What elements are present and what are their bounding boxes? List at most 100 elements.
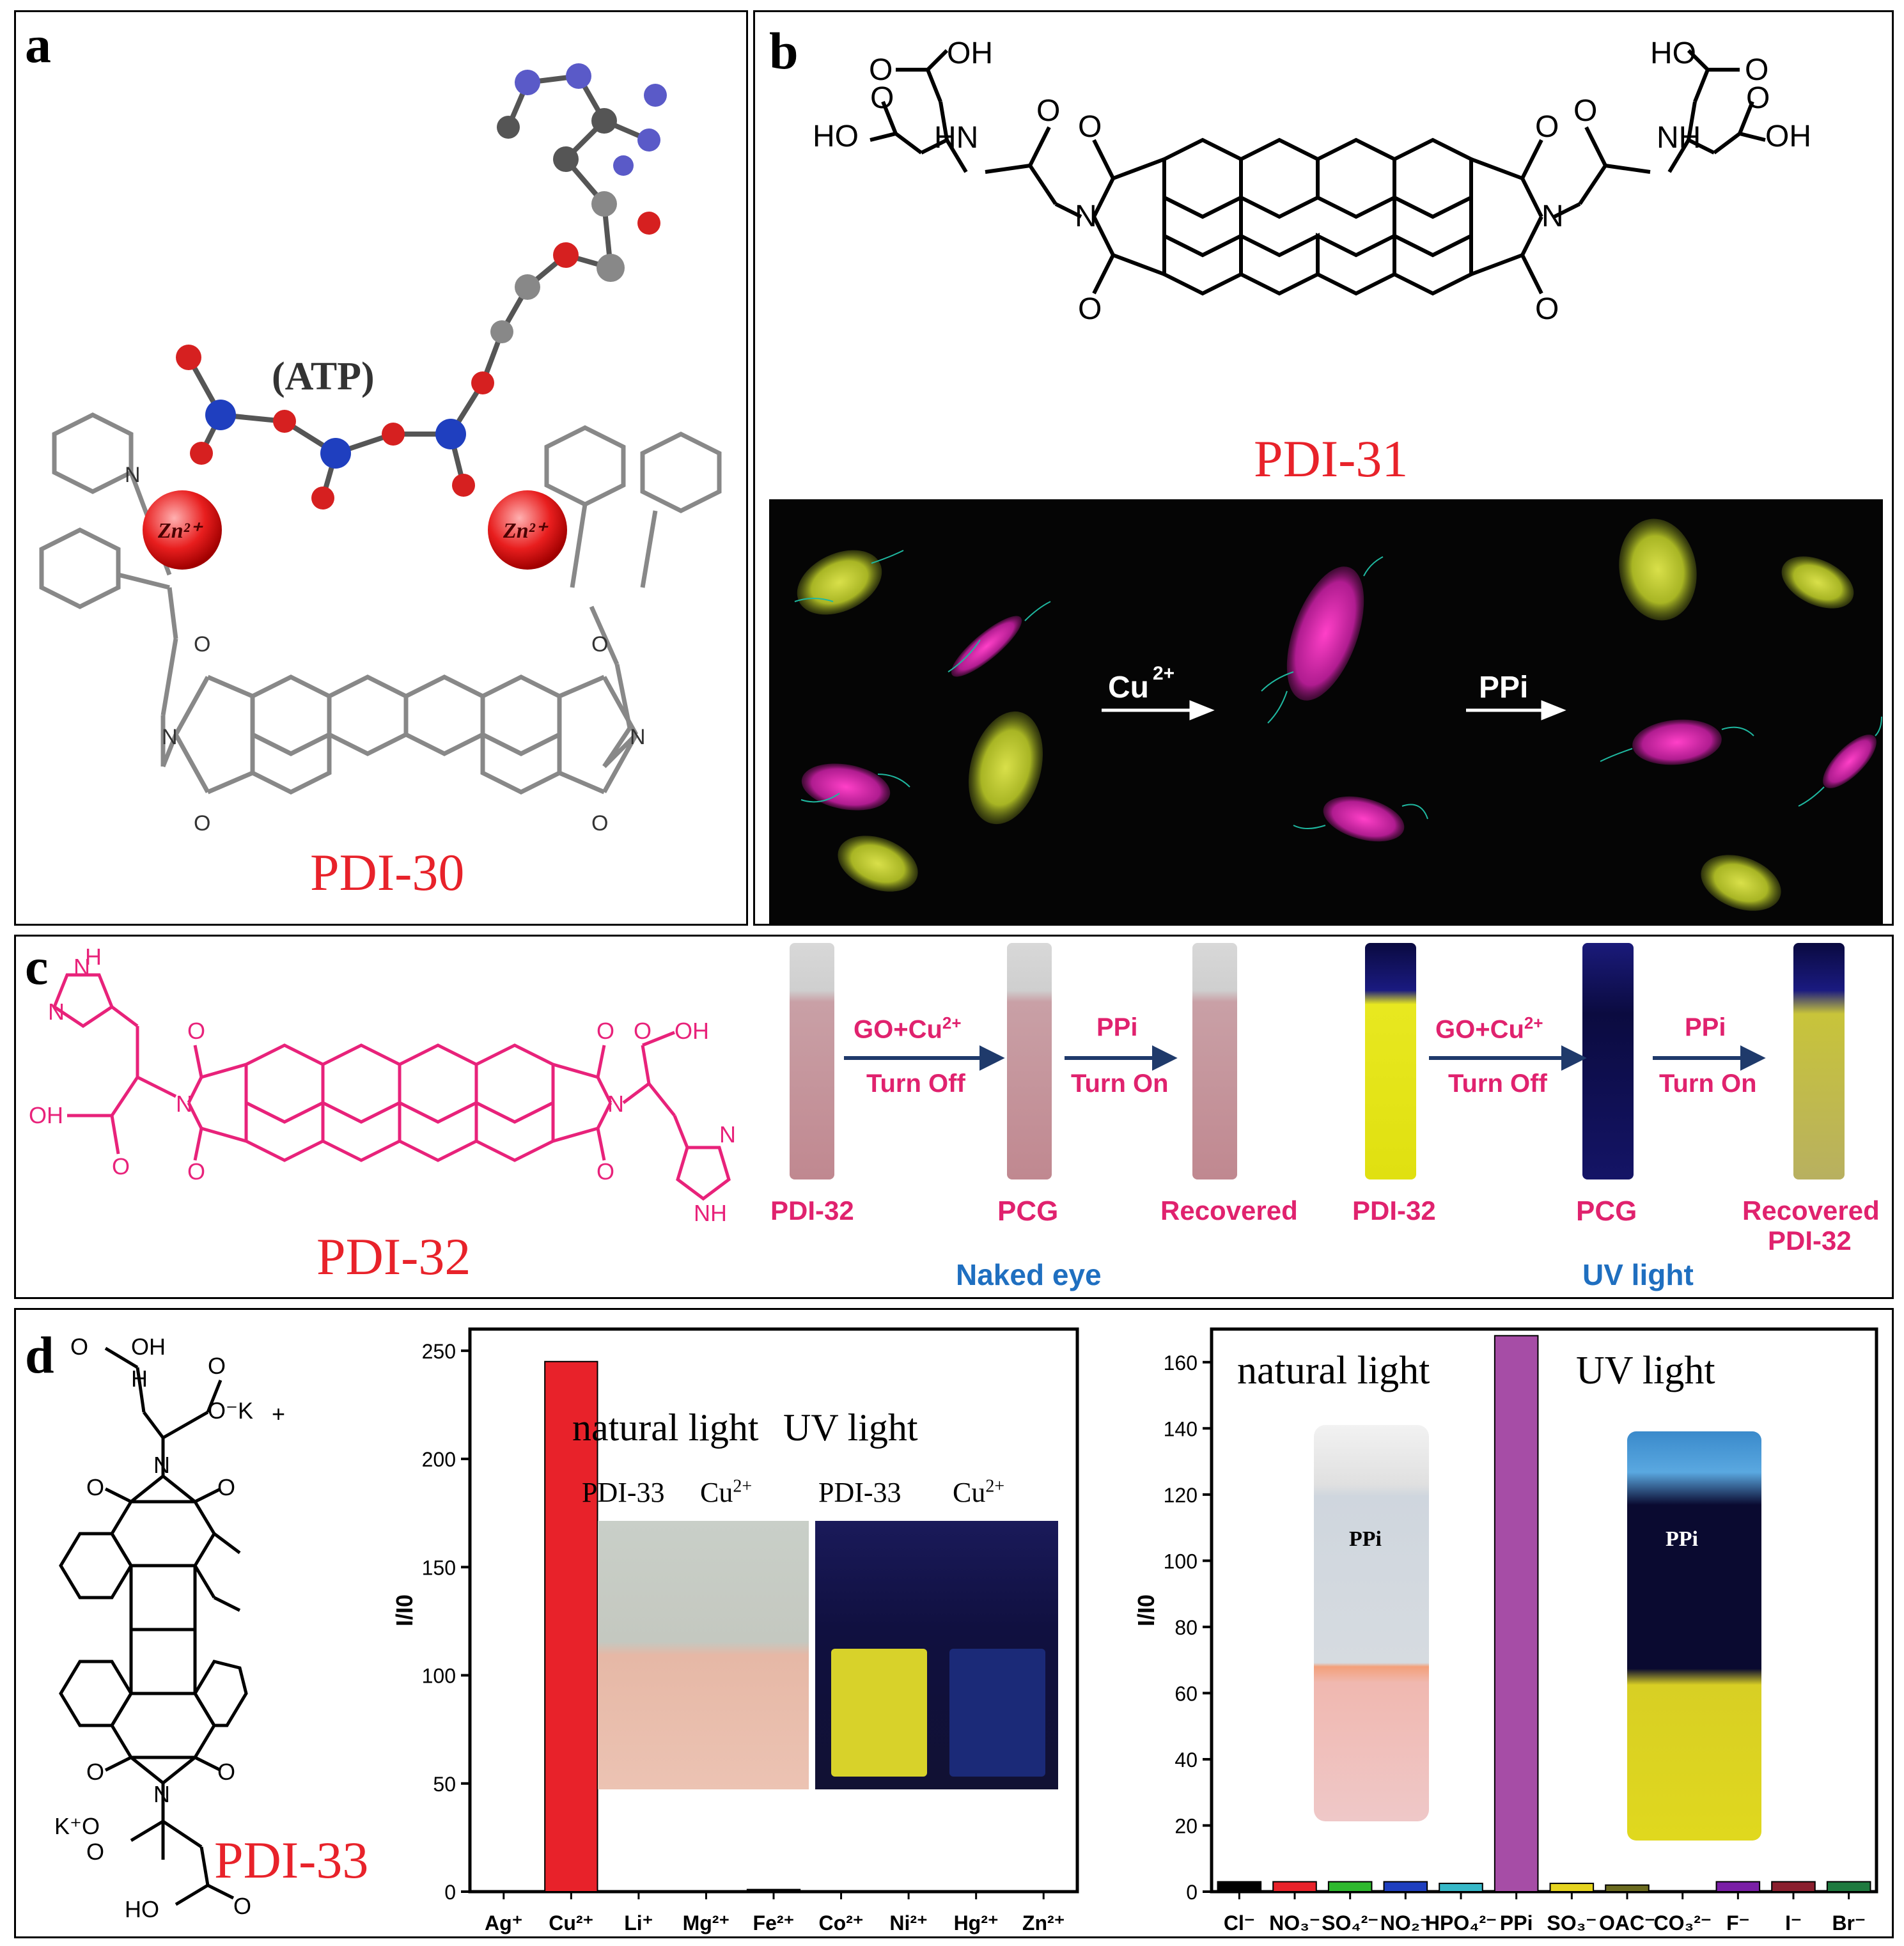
atp-atoms [176, 63, 667, 510]
svg-text:HO: HO [125, 1896, 159, 1922]
arrow-ppi-label: PPi [1479, 671, 1528, 704]
svg-text:OH: OH [29, 1102, 63, 1128]
inset1-tube-c: PDI-33 [818, 1477, 901, 1508]
svg-text:NH: NH [694, 1200, 727, 1226]
y-axis-label: I/I0 [391, 1594, 417, 1626]
inset1-tube-a: PDI-33 [582, 1477, 665, 1508]
svg-text:O: O [597, 1158, 614, 1185]
x-tick-label: HPO₄²⁻ [1425, 1911, 1497, 1934]
pdi31-label: PDI-31 [1254, 430, 1408, 488]
zn-sphere-left [143, 490, 222, 570]
svg-text:HO: HO [813, 120, 859, 153]
x-tick-label: I⁻ [1785, 1911, 1802, 1934]
tube-pdi32-naked [790, 943, 834, 1179]
pdi31-structure: OH O O HO HN O N O O HO O O OH NH O N O … [813, 36, 1811, 326]
svg-text:O: O [194, 811, 210, 836]
panel-b: b [753, 10, 1894, 926]
panel-b-letter: b [769, 22, 799, 80]
panel-d: d [14, 1308, 1894, 1938]
panel-a: a [14, 10, 748, 926]
svg-text:O: O [869, 53, 893, 87]
arrow-cu-label: Cu [1108, 671, 1149, 704]
svg-text:O: O [1535, 292, 1559, 326]
x-tick-label: OAC⁻ [1599, 1911, 1655, 1934]
green-aggregates [797, 518, 1854, 911]
naked-arrow2-bottom: Turn On [1071, 1070, 1169, 1098]
pdi33-structure: O OH H O O⁻K + N O O O O N K⁺O O HO O [54, 1334, 285, 1922]
uv-light-title: UV light [1582, 1258, 1694, 1291]
svg-text:OH: OH [947, 36, 993, 70]
x-tick-label: SO₄²⁻ [1322, 1911, 1378, 1934]
svg-text:O: O [86, 1759, 104, 1785]
tube-pdi32-uv [1365, 943, 1416, 1179]
svg-text:H: H [131, 1366, 148, 1392]
svg-text:O: O [70, 1334, 88, 1360]
y-tick-label: 160 [1164, 1351, 1198, 1374]
svg-text:OH: OH [1765, 120, 1811, 153]
x-tick-label: F⁻ [1726, 1911, 1749, 1934]
svg-text:O: O [591, 632, 608, 657]
svg-text:N: N [162, 725, 178, 749]
uv-light-sequence: GO+Cu2+ Turn Off PPi Turn On PDI-32 PCG … [1333, 937, 1889, 1301]
x-tick-label: SO₃⁻ [1547, 1911, 1596, 1934]
y-tick-label: 0 [444, 1881, 456, 1904]
y-tick-label: 60 [1174, 1682, 1198, 1705]
svg-text:O: O [1573, 94, 1597, 128]
inset2-uv-label: UV light [1576, 1349, 1715, 1392]
tube-pcg-uv [1582, 943, 1634, 1179]
svg-text:O: O [208, 1353, 226, 1379]
svg-text:N: N [1541, 199, 1564, 233]
naked-tube2-label: PCG [997, 1195, 1059, 1227]
svg-text:HO: HO [1650, 36, 1696, 70]
uv-arrow2-bottom: Turn On [1659, 1070, 1757, 1098]
svg-text:O: O [233, 1893, 251, 1919]
pdi30-label: PDI-30 [310, 843, 465, 901]
inset1-tube-b: Cu2+ [700, 1476, 753, 1508]
svg-text:N: N [607, 1091, 624, 1117]
svg-text:HN: HN [934, 121, 978, 155]
svg-text:OH: OH [675, 1018, 709, 1044]
svg-text:N: N [176, 1091, 192, 1117]
svg-text:O: O [187, 1018, 205, 1044]
x-tick-label: NO₃⁻ [1269, 1911, 1320, 1934]
panel-c: c [14, 935, 1894, 1299]
x-tick-label: CO₃²⁻ [1653, 1911, 1711, 1934]
naked-tube3-label: Recovered [1160, 1195, 1298, 1226]
x-tick-label: Fe²⁺ [753, 1911, 795, 1934]
svg-text:O: O [86, 1474, 104, 1500]
svg-text:OH: OH [131, 1334, 166, 1360]
bar [746, 1888, 801, 1892]
atp-label: (ATP) [272, 355, 375, 398]
svg-text:N: N [630, 725, 646, 749]
tube-recovered-naked [1192, 943, 1237, 1179]
atp-molecule [186, 74, 650, 499]
svg-text:N: N [74, 954, 90, 980]
arrow-cu-sup: 2+ [1153, 663, 1174, 684]
chart-anions: 020406080100120140160I/I0Cl⁻NO₃⁻SO₄²⁻NO₂… [1133, 1327, 1878, 1934]
y-tick-label: 140 [1164, 1417, 1198, 1440]
svg-text:O: O [112, 1153, 130, 1179]
y-tick-label: 50 [433, 1773, 456, 1796]
inset2-ppi-left: PPi [1349, 1527, 1382, 1551]
svg-text:N: N [719, 1121, 736, 1148]
uv-arrow1-top: GO+Cu2+ [1435, 1013, 1543, 1044]
y-tick-label: 80 [1174, 1616, 1198, 1639]
svg-text:O: O [591, 811, 608, 836]
y-tick-label: 120 [1164, 1484, 1198, 1507]
y-tick-label: 100 [1164, 1550, 1198, 1573]
svg-text:K⁺O: K⁺O [54, 1813, 100, 1839]
svg-text:NH: NH [1657, 121, 1701, 155]
svg-text:O: O [1078, 110, 1102, 144]
naked-arrow2-top: PPi [1096, 1013, 1138, 1041]
inset1-natural-photo [598, 1521, 809, 1789]
inset2-ppi-right: PPi [1666, 1527, 1698, 1551]
naked-eye-sequence: GO+Cu2+ Turn Off PPi Turn On PDI-32 PCG … [770, 937, 1298, 1301]
x-tick-label: Cl⁻ [1224, 1911, 1255, 1934]
svg-text:H: H [85, 944, 102, 970]
panel-d-letter: d [25, 1326, 54, 1384]
uv-tube2-label: PCG [1576, 1195, 1637, 1227]
svg-text:N: N [153, 1452, 170, 1478]
y-axis-label: I/I0 [1133, 1594, 1159, 1626]
inset2-natural-photo [1314, 1425, 1429, 1821]
y-tick-label: 150 [422, 1556, 456, 1579]
